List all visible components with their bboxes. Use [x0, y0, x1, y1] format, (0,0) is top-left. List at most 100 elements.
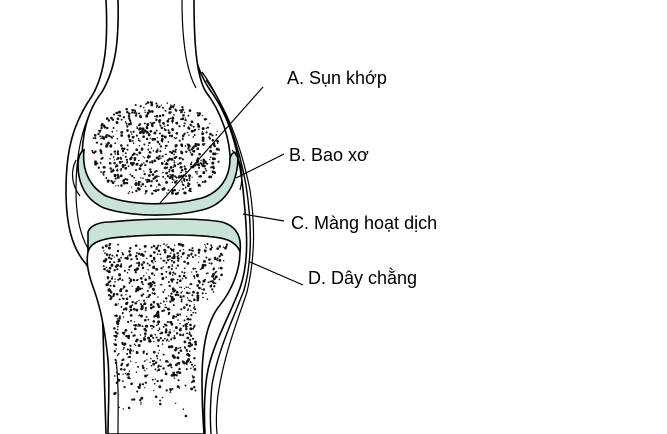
bone-texture-dot — [198, 294, 200, 297]
bone-texture-dot — [113, 159, 115, 161]
bone-texture-dot — [138, 128, 141, 131]
bone-texture-dot — [149, 137, 151, 139]
bone-texture-dot — [174, 148, 177, 151]
bone-texture-dot — [168, 111, 172, 115]
bone-texture-dot — [190, 283, 193, 286]
bone-texture-dot — [177, 319, 179, 321]
bone-texture-dot — [160, 126, 164, 130]
bone-texture-dot — [190, 387, 194, 391]
bone-texture-dot — [165, 328, 168, 331]
bone-texture-dot — [137, 137, 140, 140]
bone-texture-dot — [142, 177, 144, 179]
bone-texture-dot — [133, 268, 137, 272]
bone-texture-dot — [183, 260, 186, 263]
bone-texture-dot — [163, 248, 166, 252]
bone-texture-dot — [194, 389, 197, 392]
bone-texture-dot — [159, 150, 162, 153]
bone-texture-dot — [191, 247, 194, 250]
bone-texture-dot — [203, 249, 207, 252]
bone-texture-dot — [169, 271, 171, 273]
bone-texture-dot — [167, 118, 170, 121]
bone-texture-dot — [151, 292, 154, 294]
bone-texture-dot — [137, 252, 141, 256]
bone-texture-dot — [176, 332, 179, 335]
bone-texture-dot — [192, 379, 196, 383]
bone-texture-dot — [169, 273, 171, 275]
bone-texture-dot — [189, 350, 191, 352]
bone-texture-dot — [165, 359, 169, 363]
bone-texture-dot — [125, 181, 129, 185]
bone-texture-dot — [113, 269, 116, 272]
bone-texture-dot — [145, 272, 147, 274]
bone-texture-dot — [139, 248, 141, 250]
bone-texture-dot — [166, 175, 170, 178]
bone-texture-dot — [169, 173, 171, 176]
bone-texture-dot — [157, 338, 160, 342]
bone-texture-dot — [171, 274, 174, 276]
bone-texture-dot — [142, 350, 145, 353]
bone-texture-dot — [208, 136, 211, 139]
bone-texture-dot — [134, 169, 138, 172]
bone-texture-dot — [138, 112, 141, 115]
bone-texture-dot — [128, 117, 131, 120]
bone-texture-dot — [179, 249, 182, 252]
bone-texture-dot — [134, 114, 138, 117]
bone-texture-dot — [133, 307, 136, 311]
bone-texture-dot — [192, 125, 195, 128]
bone-texture-dot — [114, 330, 117, 334]
bone-texture-dot — [147, 269, 149, 271]
bone-texture-dot — [177, 379, 180, 382]
bone-texture-dot — [160, 267, 163, 270]
bone-texture-dot — [168, 107, 172, 111]
bone-texture-dot — [184, 117, 187, 119]
bone-texture-dot — [134, 344, 137, 347]
bone-texture-dot — [215, 133, 218, 136]
bone-texture-dot — [127, 376, 130, 379]
bone-texture-dot — [186, 131, 189, 134]
bone-texture-dot — [160, 104, 163, 106]
bone-texture-dot — [159, 399, 162, 402]
bone-texture-dot — [173, 153, 175, 156]
bone-texture-dot — [201, 136, 205, 140]
bone-texture-dot — [174, 150, 177, 153]
bone-texture-dot — [143, 302, 147, 306]
bone-texture-dot — [101, 246, 105, 249]
bone-texture-dot — [197, 287, 200, 289]
bone-texture-dot — [205, 127, 208, 129]
bone-texture-dot — [133, 343, 136, 346]
bone-texture-dot — [173, 336, 176, 340]
bone-texture-dot — [122, 308, 126, 311]
bone-texture-dot — [156, 137, 158, 139]
bone-texture-dot — [108, 254, 111, 256]
bone-texture-dot — [94, 136, 97, 140]
bone-texture-dot — [120, 263, 122, 265]
bone-texture-dot — [156, 106, 158, 108]
bone-texture-dot — [180, 118, 183, 121]
bone-texture-dot — [125, 294, 127, 296]
bone-texture-dot — [188, 182, 191, 186]
bone-texture-dot — [185, 303, 189, 307]
bone-texture-dot — [210, 244, 213, 247]
bone-texture-dot — [173, 330, 175, 332]
bone-texture-dot — [148, 155, 151, 158]
bone-texture-dot — [135, 112, 138, 115]
bone-texture-dot — [117, 114, 120, 117]
bone-texture-dot — [166, 102, 169, 104]
bone-texture-dot — [200, 159, 202, 162]
bone-texture-dot — [209, 280, 212, 283]
bone-texture-dot — [163, 166, 167, 170]
bone-texture-dot — [134, 324, 137, 327]
bone-texture-dot — [195, 270, 198, 273]
bone-texture-dot — [116, 173, 119, 177]
bone-texture-dot — [168, 340, 170, 342]
bone-texture-dot — [174, 326, 178, 330]
bone-texture-dot — [188, 126, 190, 128]
bone-texture-dot — [128, 268, 131, 271]
bone-texture-dot — [188, 109, 192, 112]
bone-texture-dot — [193, 367, 197, 371]
bone-texture-dot — [180, 157, 182, 159]
bone-texture-dot — [144, 179, 147, 181]
left-capsule-outer — [65, 0, 108, 434]
bone-texture-dot — [186, 262, 190, 265]
bone-texture-dot — [104, 252, 106, 254]
